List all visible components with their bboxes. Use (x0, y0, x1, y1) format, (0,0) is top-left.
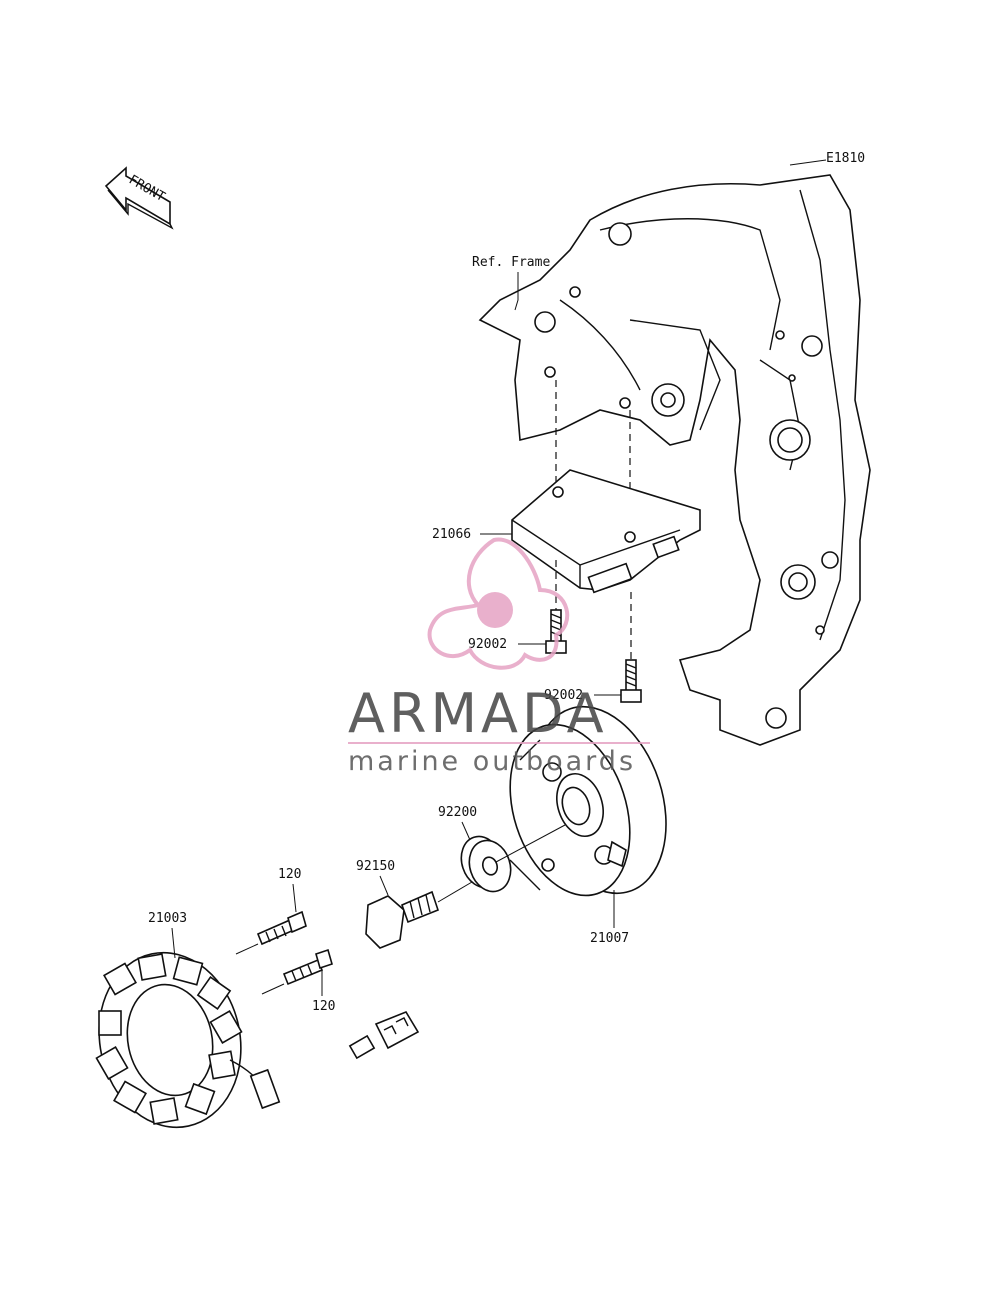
regulator-part (511, 469, 701, 594)
brand-tagline: marine outboards (348, 746, 636, 777)
label-bolt-upper-left: 92002 (468, 637, 507, 652)
label-bolt-upper-right: 92002 (544, 688, 583, 703)
front-arrow-icon: FRONT (104, 166, 174, 230)
label-washer: 92200 (438, 805, 477, 820)
label-stator-bolt-upper: 120 (278, 867, 301, 882)
label-flywheel-bolt: 92150 (356, 859, 395, 874)
label-regulator: 21066 (432, 527, 471, 542)
label-flywheel: 21007 (590, 931, 629, 946)
propeller-icon (427, 537, 570, 670)
label-stator-bolt-lower: 120 (312, 999, 335, 1014)
stator-wire-connector (249, 1011, 420, 1110)
stator-part (95, 951, 267, 1129)
ref-frame-label: Ref. Frame (472, 255, 550, 270)
figure-code: E1810 (826, 151, 865, 166)
flywheel-bolt-part (365, 890, 439, 949)
washer-part (460, 835, 512, 893)
label-stator: 21003 (148, 911, 187, 926)
bolt-upper-right-part (620, 659, 642, 703)
armada-logo: ARMADA marine outboards (348, 537, 650, 777)
stator-bolt-upper-part (256, 910, 307, 946)
brand-name: ARMADA (348, 682, 608, 745)
flywheel-part (509, 705, 667, 897)
stator-bolt-lower-part (282, 948, 333, 986)
frame-reference (478, 174, 871, 746)
